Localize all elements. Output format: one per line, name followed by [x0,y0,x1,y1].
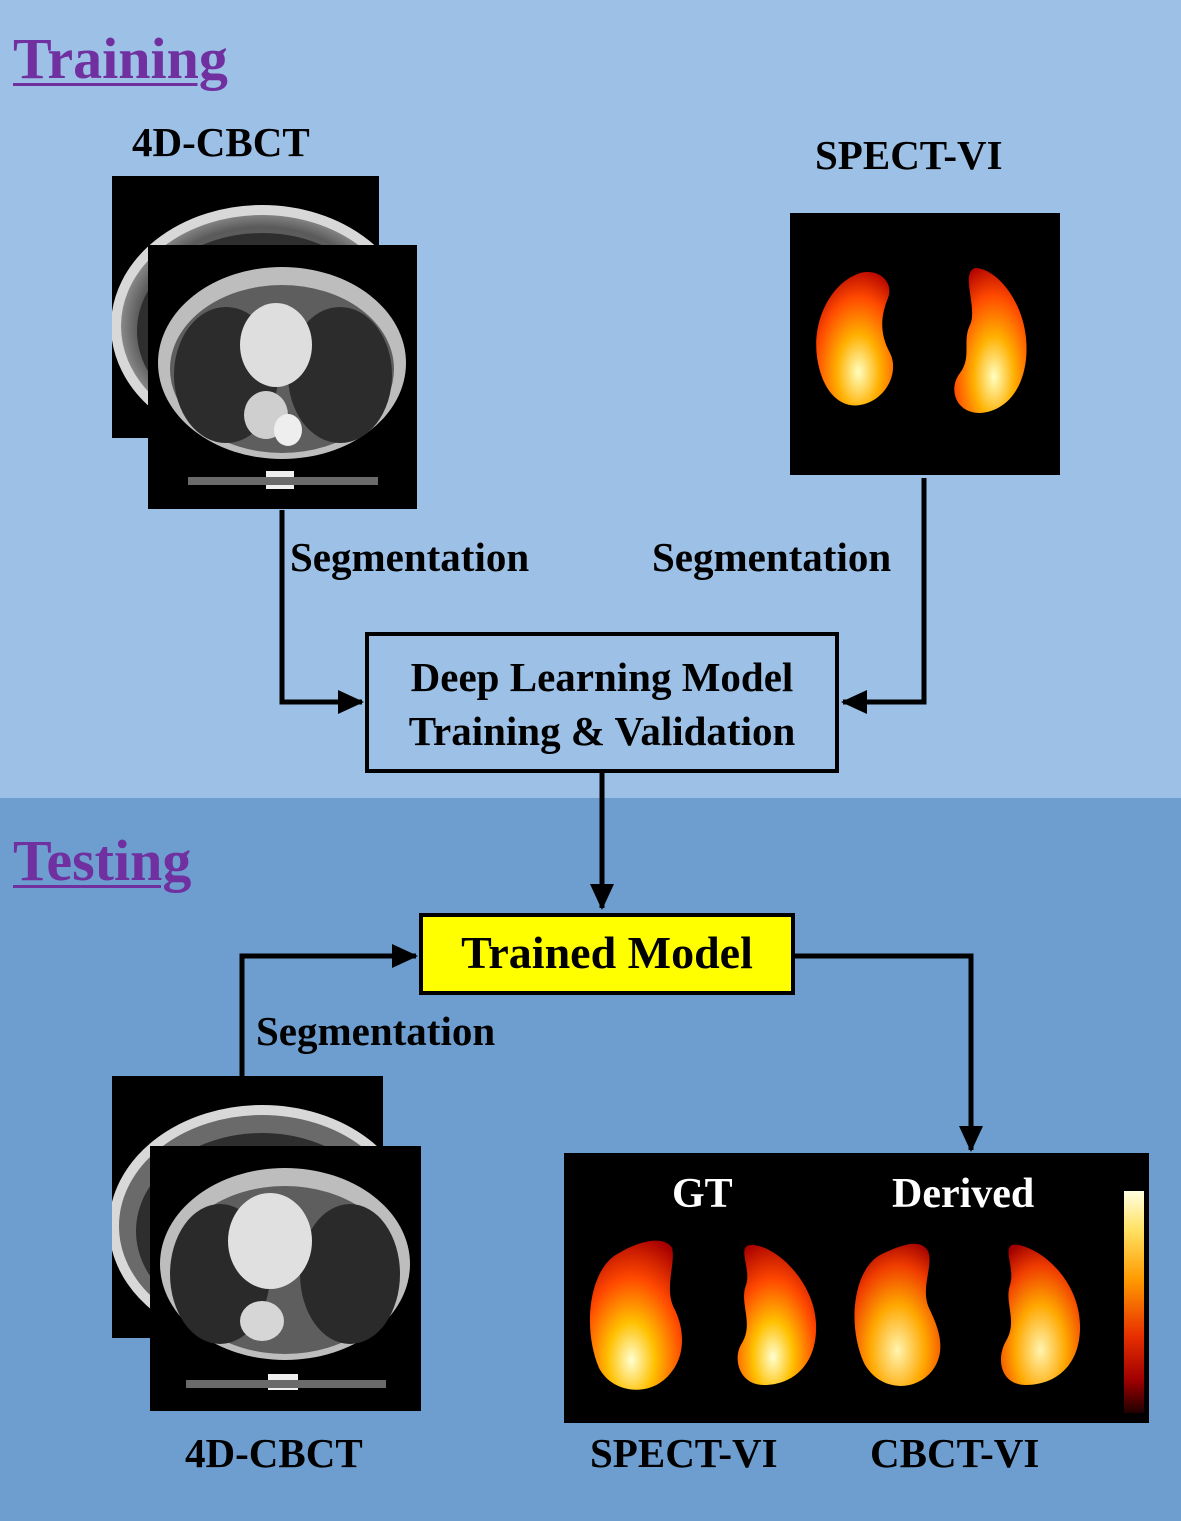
arrow-spect-to-dl [841,478,927,714]
derived-label: Derived [892,1171,1035,1217]
colorbar [1124,1191,1144,1413]
training-cbct-label: 4D-CBCT [132,119,310,165]
dl-box-line2: Training & Validation [408,708,796,754]
training-title: Training [13,26,228,91]
arrow-test-cbct-to-trained [239,944,418,1076]
training-spect-label: SPECT-VI [815,132,1003,178]
testing-title: Testing [13,828,192,893]
testing-cbct-label: 4D-CBCT [185,1430,363,1476]
training-seg-left-label: Segmentation [290,534,530,580]
training-cbct-front-image [148,245,417,509]
training-seg-right-label: Segmentation [652,534,892,580]
deep-learning-training-box: Deep Learning Model Training & Validatio… [365,632,839,773]
testing-seg-label: Segmentation [256,1008,496,1054]
trained-model-label: Trained Model [461,927,753,978]
result-left-caption: SPECT-VI [590,1430,778,1476]
testing-cbct-front-image [150,1146,421,1411]
dl-box-line1: Deep Learning Model [410,654,794,700]
result-panel: GT Derived [564,1153,1149,1423]
result-right-caption: CBCT-VI [870,1430,1040,1476]
arrow-cbct-to-dl [279,510,364,714]
gt-label: GT [672,1171,733,1217]
trained-model-box: Trained Model [419,913,795,995]
arrow-trained-to-result [795,953,983,1152]
training-spect-image [790,213,1060,475]
